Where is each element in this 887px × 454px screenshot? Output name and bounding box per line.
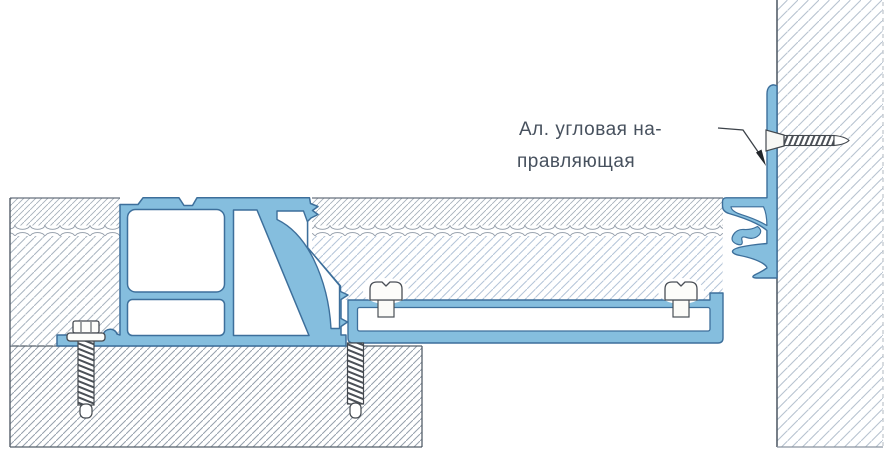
annotation-label: Ал. угловая на- правляющая (517, 119, 662, 172)
left-panel-section (9, 197, 120, 447)
right-wall-section (776, 0, 884, 448)
profile-sliver-chamber (276, 210, 341, 330)
leader-arrowhead (756, 149, 766, 166)
profile-upper-chamber (126, 208, 226, 293)
track-screw-left (363, 278, 409, 318)
annotation-line1: Ал. угловая на- (519, 119, 662, 140)
annotation-leader (717, 127, 766, 166)
profile-lower-chamber (126, 298, 226, 337)
corner-guide-clip-hook (731, 225, 762, 246)
profile-triangle-chamber (232, 209, 310, 337)
corner-guide-pocket (730, 206, 768, 227)
floor-screw-left (66, 320, 106, 419)
floor-screw-middle (346, 342, 365, 419)
corner-guide-profile (721, 84, 778, 279)
wall-screw (765, 129, 850, 152)
annotation-line2: правляющая (517, 151, 635, 172)
track-screw-right (658, 278, 704, 318)
bottom-track (347, 292, 724, 344)
side-profile (56, 197, 349, 347)
